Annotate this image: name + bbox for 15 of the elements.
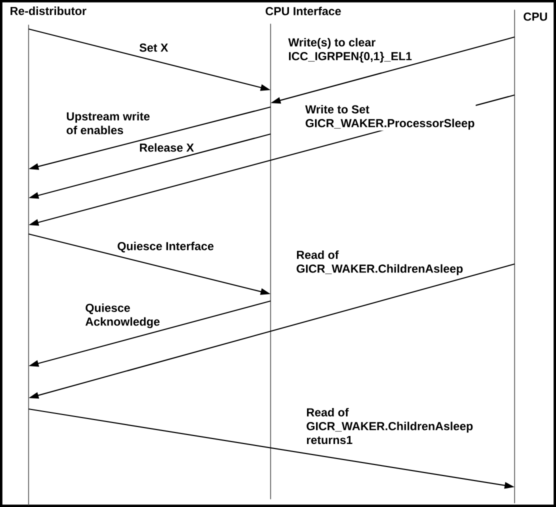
edge-label: Release X (138, 142, 196, 153)
edge-label: Read of GICR_WAKER.ChildrenAsleep (295, 249, 464, 276)
participant-label: CPU Interface (266, 6, 341, 16)
participant-label: CPU (524, 12, 547, 21)
edge-label: Write to Set GICR_WAKER.ProcessorSleep (304, 104, 476, 131)
edge-label: Set X (138, 42, 170, 53)
edge-label: Upstream write of enables (65, 110, 151, 136)
lifeline (514, 9, 516, 504)
edge-label: Quiesce Acknowledge (84, 302, 161, 330)
lifeline (270, 23, 272, 500)
edge-label: Read of GICR_WAKER.ChildrenAsleep returns1 (305, 406, 474, 446)
edge-label: Write(s) to clear ICC_IGRPEN{0,1}_EL1 (287, 36, 413, 64)
edge-label: Quiesce Interface (116, 240, 215, 254)
lifeline (28, 24, 30, 506)
participant-label: Re-distributor (10, 6, 86, 16)
